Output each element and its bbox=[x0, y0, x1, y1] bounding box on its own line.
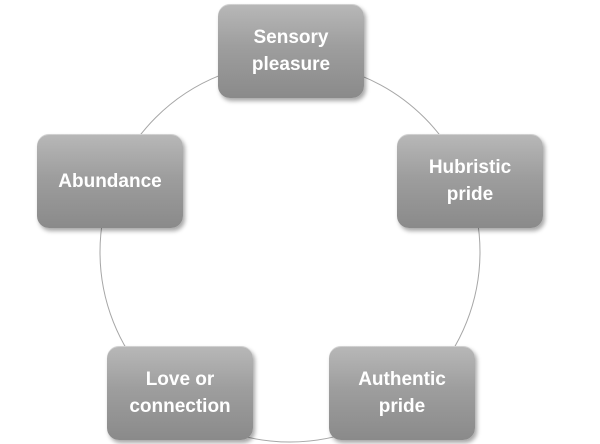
node-sensory-pleasure-line1: Sensory bbox=[253, 27, 329, 48]
node-love-or-connection-line1: Love or bbox=[145, 369, 215, 390]
node-authentic-pride-line2: pride bbox=[378, 396, 426, 417]
node-love-or-connection: Love or connection bbox=[107, 346, 253, 440]
node-sensory-pleasure-line2: pleasure bbox=[251, 54, 331, 75]
node-abundance-line1: Abundance bbox=[58, 170, 162, 192]
node-hubristic-pride-line2: pride bbox=[446, 184, 494, 205]
node-sensory-pleasure: Sensory pleasure bbox=[218, 4, 364, 98]
node-authentic-pride-line1: Authentic bbox=[358, 369, 446, 390]
node-love-or-connection-line2: connection bbox=[129, 396, 231, 417]
node-authentic-pride: Authentic pride bbox=[329, 346, 475, 440]
node-abundance: Abundance bbox=[37, 134, 183, 228]
node-hubristic-pride-line1: Hubristic bbox=[428, 157, 512, 178]
node-hubristic-pride: Hubristic pride bbox=[397, 134, 543, 228]
